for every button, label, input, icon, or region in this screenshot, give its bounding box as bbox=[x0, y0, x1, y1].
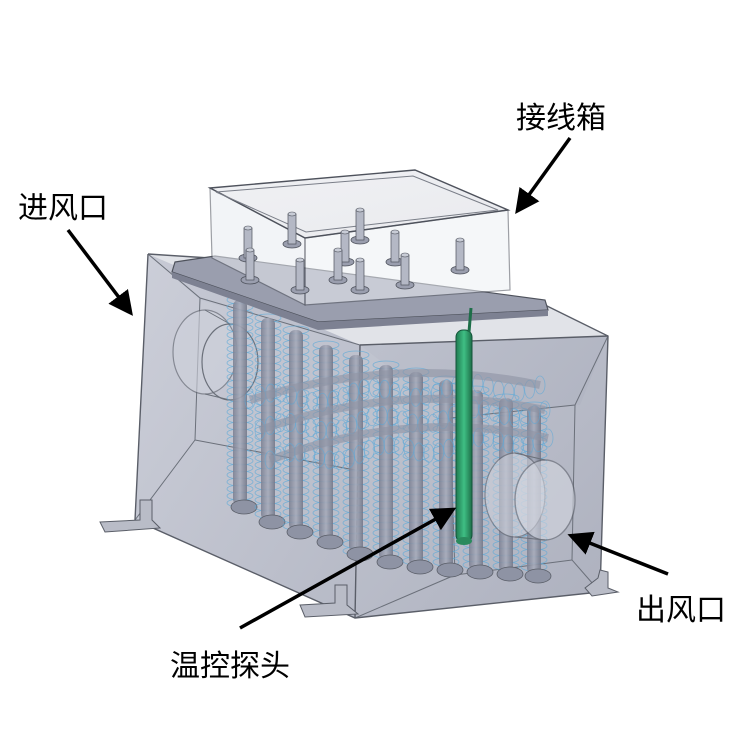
junction-box-arrow bbox=[515, 136, 572, 214]
label-inlet: 进风口 bbox=[18, 191, 108, 226]
terminal-post bbox=[240, 247, 260, 285]
label-junction-box: 接线箱 bbox=[516, 101, 606, 136]
inlet-arrow bbox=[66, 228, 133, 316]
terminal-post bbox=[328, 247, 348, 285]
finned-bend bbox=[244, 369, 546, 412]
outlet-arrow bbox=[567, 531, 669, 576]
outlet-port bbox=[484, 452, 576, 541]
label-probe: 温控探头 bbox=[170, 649, 290, 684]
mounting-foot bbox=[299, 584, 360, 618]
junction-box bbox=[207, 169, 511, 306]
terminal-post bbox=[350, 207, 370, 245]
terminal-post bbox=[290, 257, 310, 295]
terminal-post bbox=[350, 257, 370, 295]
finned-tube bbox=[226, 295, 258, 515]
terminal-posts bbox=[238, 207, 470, 295]
callout-arrows bbox=[66, 136, 669, 630]
terminal-post bbox=[450, 237, 470, 275]
probe-arrow bbox=[239, 507, 457, 630]
terminal-post bbox=[395, 252, 415, 290]
temperature-probe bbox=[455, 307, 473, 545]
mounting-feet bbox=[99, 499, 620, 618]
mounting-foot bbox=[99, 499, 162, 533]
terminal-post bbox=[282, 211, 302, 249]
inlet-port bbox=[172, 309, 259, 401]
label-outlet: 出风口 bbox=[636, 593, 726, 628]
finned-tube bbox=[282, 325, 314, 540]
mounting-foot bbox=[584, 569, 620, 597]
